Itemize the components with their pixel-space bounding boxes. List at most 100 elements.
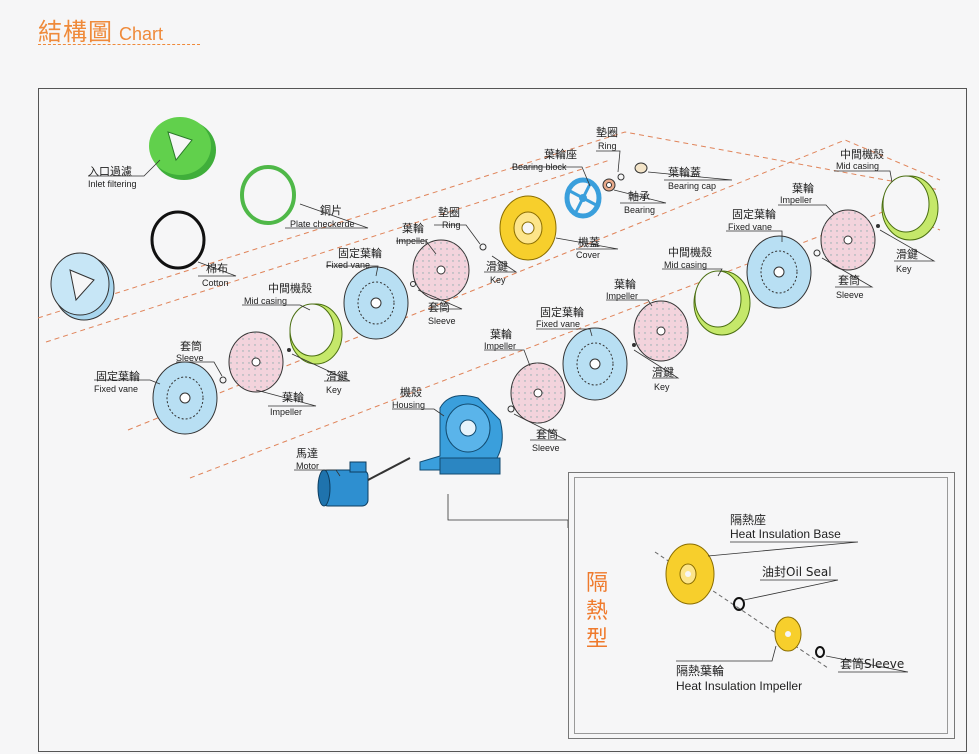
label-mid-casing-1: 中間機殼 Mid casing: [836, 147, 884, 171]
label-impeller-5: 葉輪 Impeller: [270, 390, 304, 417]
label-impeller-3: 葉輪 Impeller: [606, 277, 638, 301]
svg-text:Plate checkerde: Plate checkerde: [290, 219, 355, 229]
label-ring-2: 墊圈 Ring: [596, 125, 618, 151]
svg-text:Sleeve: Sleeve: [836, 290, 864, 300]
sleeve-part-1: [410, 281, 416, 287]
diagram-frame: [38, 88, 967, 752]
label-impeller-2: 葉輪 Impeller: [780, 181, 814, 205]
svg-text:棉布: 棉布: [206, 261, 228, 275]
svg-text:固定葉輪: 固定葉輪: [96, 369, 140, 383]
label-ring-1: 墊圈 Ring: [438, 205, 461, 230]
svg-text:Heat Insulation Impeller: Heat Insulation Impeller: [676, 679, 802, 693]
title-en: Chart: [119, 24, 164, 44]
sleeve-part-4: [219, 376, 227, 384]
label-cotton: 棉布 Cotton: [202, 261, 229, 288]
svg-text:Ring: Ring: [442, 220, 461, 230]
bearing-part: [602, 178, 616, 192]
heat-insulation-base-part: [665, 543, 715, 605]
title-zh: 結構圖: [38, 18, 113, 46]
svg-text:Mid casing: Mid casing: [244, 296, 287, 306]
svg-text:Fixed vane: Fixed vane: [94, 384, 138, 394]
svg-text:Impeller: Impeller: [396, 236, 428, 246]
svg-text:Key: Key: [490, 275, 506, 285]
impeller-part-1: [412, 239, 470, 301]
svg-text:中間機殼: 中間機殼: [268, 281, 312, 295]
label-housing: 機殼 Housing: [392, 385, 425, 410]
ring-part-1: [479, 243, 487, 251]
label-inlet-filtering: 入口過濾 Inlet filtering: [88, 164, 137, 189]
svg-text:套筒: 套筒: [180, 339, 202, 353]
impeller-part-2: [820, 209, 876, 271]
inlet-filtering-part: [149, 117, 216, 180]
svg-text:套筒: 套筒: [428, 300, 450, 314]
svg-text:銅片: 銅片: [320, 203, 342, 217]
svg-text:滑鍵: 滑鍵: [486, 259, 508, 273]
label-inset-sleeve: 套筒Sleeve: [840, 656, 904, 671]
svg-text:Mid casing: Mid casing: [664, 260, 707, 270]
fixed-vane-part-2: [746, 235, 812, 309]
svg-text:機殼: 機殼: [400, 385, 422, 399]
svg-text:Impeller: Impeller: [780, 195, 812, 205]
label-key-3: 滑鍵 Key: [652, 365, 674, 392]
label-bearing: 軸承 Bearing: [624, 189, 655, 215]
bearing-block-part: [499, 195, 557, 261]
svg-text:Key: Key: [896, 264, 912, 274]
inset-sleeve-part: [815, 646, 825, 658]
svg-text:Bearing cap: Bearing cap: [668, 181, 716, 191]
svg-text:Key: Key: [326, 385, 342, 395]
impeller-part-4: [510, 362, 566, 424]
svg-text:Impeller: Impeller: [270, 407, 302, 417]
sleeve-part-3: [507, 405, 515, 413]
svg-text:墊圈: 墊圈: [438, 205, 460, 219]
svg-text:葉輪: 葉輪: [490, 327, 512, 341]
impeller-part-5: [228, 331, 284, 393]
leader-lines: [88, 150, 936, 528]
title-underline: [38, 44, 200, 45]
key-part-3: [632, 343, 636, 347]
svg-text:機蓋: 機蓋: [578, 235, 600, 249]
motor-part: [317, 457, 411, 507]
svg-text:Sleeve: Sleeve: [428, 316, 456, 326]
label-cover: 機蓋 Cover: [576, 235, 600, 260]
label-fixed-vane-2: 固定葉輪 Fixed vane: [728, 207, 776, 232]
label-sleeve-2: 套筒 Sleeve: [836, 273, 864, 300]
svg-text:葉輪: 葉輪: [402, 221, 424, 235]
cotton-part: [150, 210, 206, 270]
svg-text:Bearing: Bearing: [624, 205, 655, 215]
sleeve-part-2: [813, 249, 821, 257]
inset-title: 隔熱型: [585, 571, 608, 652]
svg-text:套筒: 套筒: [536, 427, 558, 441]
label-key-1: 滑鍵 Key: [486, 259, 508, 285]
svg-text:Key: Key: [654, 382, 670, 392]
label-heat-insulation-impeller: 隔熱葉輪 Heat Insulation Impeller: [676, 663, 802, 693]
label-impeller-4: 葉輪 Impeller: [484, 327, 516, 351]
label-mid-casing-2: 中間機殼 Mid casing: [664, 245, 712, 270]
svg-text:Sleeve: Sleeve: [532, 443, 560, 453]
label-motor: 馬達 Motor: [296, 447, 319, 471]
label-key-4: 滑鍵 Key: [326, 369, 348, 395]
mid-casing-part-3: [881, 175, 939, 241]
svg-text:隔熱葉輪: 隔熱葉輪: [676, 663, 724, 678]
svg-text:軸承: 軸承: [628, 189, 650, 203]
label-sleeve-1: 套筒 Sleeve: [428, 300, 456, 326]
ring-part-2: [617, 173, 625, 181]
svg-text:葉輪: 葉輪: [614, 277, 636, 291]
label-fixed-vane-4: 固定葉輪 Fixed vane: [94, 369, 140, 394]
impeller-part-3: [633, 300, 689, 362]
svg-text:Fixed vane: Fixed vane: [326, 260, 370, 270]
svg-text:套筒: 套筒: [838, 273, 860, 287]
key-part-4: [287, 348, 291, 352]
heat-insulation-inset-inner: [574, 477, 948, 734]
svg-text:Cover: Cover: [576, 250, 600, 260]
fixed-vane-part-1: [343, 266, 409, 340]
label-sleeve-3: 套筒 Sleeve: [532, 427, 560, 453]
svg-text:中間機殼: 中間機殼: [668, 245, 712, 259]
key-part-2: [876, 224, 880, 228]
svg-text:Impeller: Impeller: [606, 291, 638, 301]
housing-part: [419, 395, 503, 475]
svg-text:Fixed vane: Fixed vane: [728, 222, 772, 232]
svg-text:葉輪: 葉輪: [792, 181, 814, 195]
inset-leader-lines: [676, 541, 909, 673]
svg-text:滑鍵: 滑鍵: [326, 369, 348, 383]
